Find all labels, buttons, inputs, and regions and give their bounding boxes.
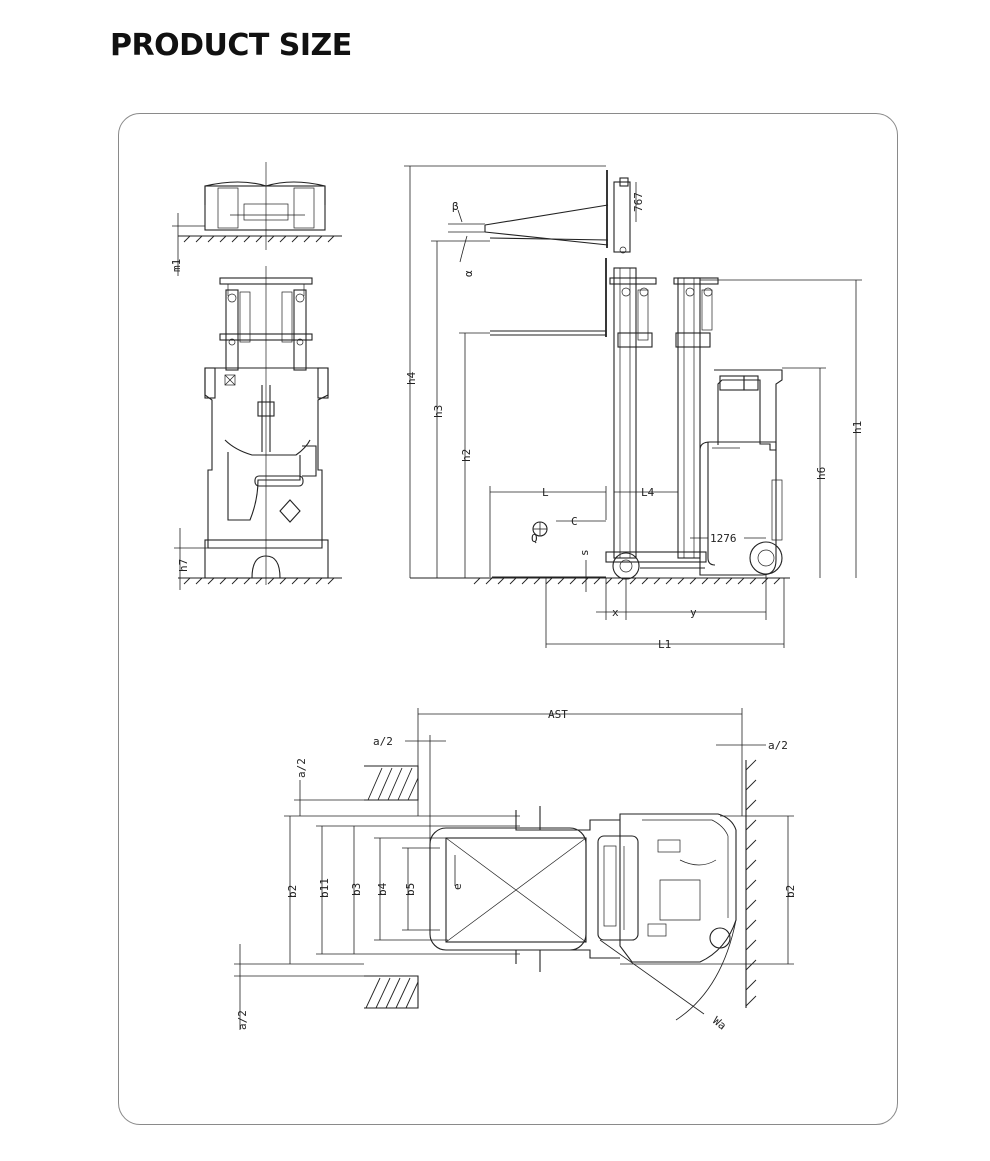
- label-alpha: α: [462, 270, 475, 277]
- label-L: L: [542, 486, 549, 499]
- label-a2-left-upper: a/2: [295, 758, 308, 778]
- label-767: 767: [632, 192, 645, 212]
- drawing-frame: [118, 113, 898, 1125]
- rack-lower-hatch: [365, 977, 419, 1009]
- label-x: x: [612, 606, 619, 619]
- label-m1: m1: [170, 259, 183, 272]
- label-b2-right: b2: [784, 885, 797, 898]
- label-b3: b3: [350, 883, 363, 896]
- label-h2: h2: [460, 449, 473, 462]
- rack-right-hatch: [745, 759, 757, 1007]
- front-view-top-detail: m1: [170, 162, 342, 276]
- front-top-ground-hatch: [183, 235, 335, 243]
- label-a2-left-lower: a/2: [236, 1010, 249, 1030]
- page-title: PRODUCT SIZE: [110, 28, 352, 63]
- label-a2-top-right: a/2: [768, 739, 788, 752]
- label-L4: L4: [641, 486, 655, 499]
- front-view: m1: [170, 162, 342, 590]
- top-view: AST a/2 a/2: [234, 708, 797, 1033]
- label-b11: b11: [318, 878, 331, 898]
- label-C: C: [571, 515, 578, 528]
- label-b5: b5: [404, 883, 417, 896]
- label-h3: h3: [432, 405, 445, 418]
- label-AST: AST: [548, 708, 568, 721]
- label-e: e: [451, 883, 464, 890]
- rack-upper-hatch: [367, 767, 419, 801]
- label-Q: Q: [531, 532, 538, 545]
- label-1276: 1276: [710, 532, 737, 545]
- label-beta: β: [452, 200, 459, 213]
- front-main-ground-hatch: [183, 577, 335, 585]
- label-h4: h4: [405, 371, 418, 385]
- side-ground-hatch: [473, 577, 781, 585]
- label-Wa: Wa: [710, 1014, 728, 1032]
- label-s: s: [578, 549, 591, 556]
- label-b2-left: b2: [286, 885, 299, 898]
- label-a2-top-left: a/2: [373, 735, 393, 748]
- label-y: y: [690, 606, 697, 619]
- label-h6: h6: [815, 467, 828, 480]
- label-b4: b4: [376, 882, 389, 896]
- side-view: h4 h3 h2 β α 767: [404, 165, 864, 651]
- label-h7: h7: [177, 559, 190, 572]
- label-L1: L1: [658, 638, 671, 651]
- label-h1: h1: [851, 421, 864, 434]
- front-view-main: h7: [174, 266, 342, 590]
